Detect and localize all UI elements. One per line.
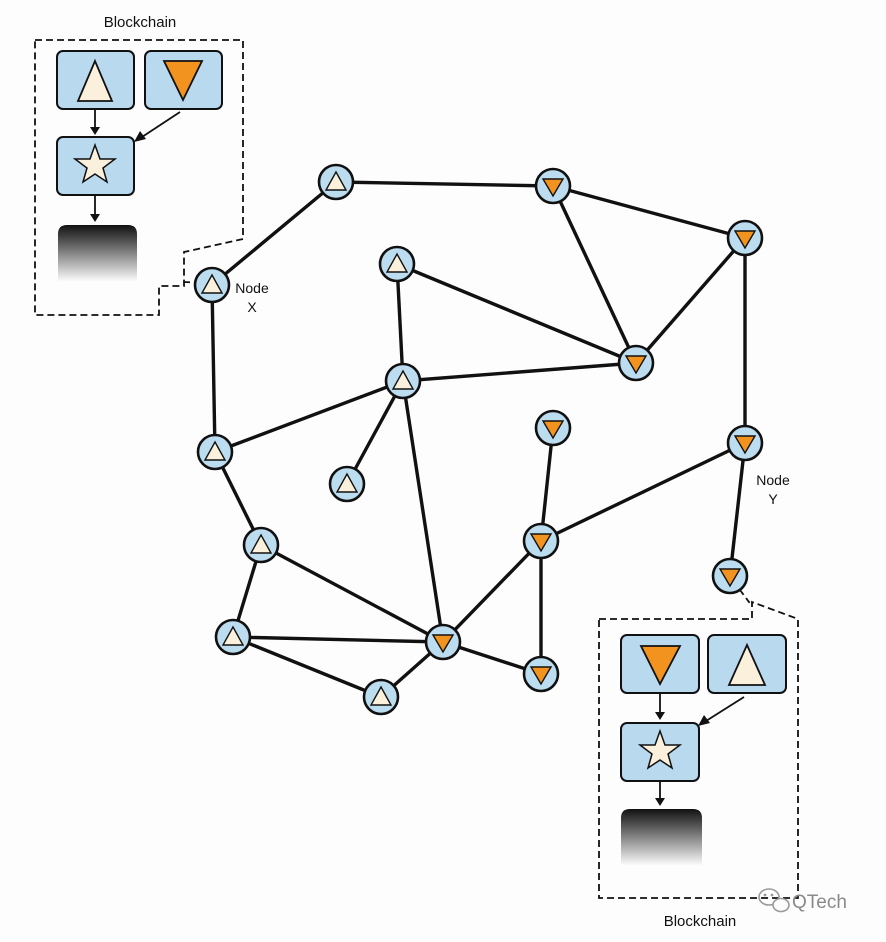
edge-x-h	[210, 284, 217, 453]
edge-f-e	[402, 361, 637, 383]
blockchain-panel-left: Blockchain	[34, 14, 244, 316]
up-triangle-icon	[335, 472, 359, 493]
blockchain-title-left: Blockchain	[104, 14, 177, 31]
arrowhead-icon	[90, 127, 100, 135]
up-triangle-icon	[369, 685, 393, 706]
down-triangle-icon	[162, 60, 204, 103]
down-triangle-icon	[529, 533, 553, 553]
edge-d-f	[395, 263, 405, 382]
watermark-text: QTech	[792, 892, 847, 913]
chain-stack-left	[58, 225, 137, 282]
up-triangle-icon	[385, 252, 409, 273]
network-node-x	[193, 266, 231, 304]
up-triangle-icon	[727, 642, 767, 686]
down-triangle-icon	[529, 666, 553, 686]
network-node-p	[522, 655, 560, 693]
up-triangle-icon	[200, 273, 224, 294]
up-triangle-icon	[249, 533, 273, 554]
edge-j-y	[540, 441, 746, 543]
network-node-j	[522, 522, 560, 560]
down-triangle-icon	[541, 178, 565, 198]
down-triangle-icon	[718, 568, 742, 588]
edge-m-o	[232, 635, 444, 644]
up-triangle-icon	[76, 58, 114, 102]
edge-d-e	[396, 262, 637, 365]
down-triangle-icon	[733, 435, 757, 455]
network-node-e	[617, 344, 655, 382]
network-node-l	[711, 557, 749, 595]
panel-border-left	[34, 39, 244, 316]
blockchain-panel-right: Blockchain	[598, 589, 799, 930]
edge-a-x	[210, 180, 338, 287]
node-y-label-line1: Node	[756, 472, 790, 488]
edge-m-n	[232, 635, 382, 699]
edge-o-j	[441, 539, 543, 644]
network-node-b	[534, 167, 572, 205]
network-node-a	[317, 163, 355, 201]
network-node-k	[242, 526, 280, 564]
blockchain-title-right: Blockchain	[664, 913, 737, 930]
arrowhead-icon	[90, 214, 100, 222]
arrowhead-icon	[134, 131, 146, 142]
arrowhead-icon	[655, 712, 665, 720]
network-nodes	[193, 163, 764, 716]
network-node-y	[726, 424, 764, 462]
arrow-diagonal	[141, 111, 181, 138]
up-triangle-icon	[203, 440, 227, 461]
edge-f-g	[345, 380, 405, 485]
network-node-d	[378, 245, 416, 283]
down-triangle-icon	[639, 645, 682, 686]
network-node-f	[384, 362, 422, 400]
node-y-connector	[739, 589, 753, 607]
network-node-g	[328, 465, 366, 503]
arrowhead-icon	[655, 798, 665, 806]
down-triangle-icon	[541, 420, 565, 440]
down-triangle-icon	[733, 230, 757, 250]
edge-a-b	[335, 180, 554, 188]
network-node-o	[424, 623, 462, 661]
network-node-h	[196, 433, 234, 471]
arrow-diagonal	[705, 696, 745, 722]
network-node-i	[534, 409, 572, 447]
star-icon	[72, 142, 118, 184]
node-x-label-line2: X	[247, 299, 257, 315]
node-x-label-line1: Node	[235, 280, 269, 296]
edge-f-o	[401, 380, 445, 643]
watermark: QTech	[758, 888, 847, 913]
edge-b-c	[552, 184, 746, 240]
edge-b-e	[551, 185, 638, 364]
up-triangle-icon	[391, 369, 415, 390]
panel-border-right	[598, 600, 799, 899]
chain-stack-right	[621, 809, 702, 866]
edge-k-o	[260, 543, 444, 644]
star-icon	[637, 728, 683, 770]
wechat-icon	[758, 888, 790, 913]
network-node-n	[362, 678, 400, 716]
down-triangle-icon	[431, 634, 455, 654]
up-triangle-icon	[221, 625, 245, 646]
network-node-m	[214, 618, 252, 656]
edge-f-h	[214, 379, 404, 454]
network-node-c	[726, 219, 764, 257]
up-triangle-icon	[324, 170, 348, 191]
edge-y-l	[728, 442, 747, 577]
edge-c-e	[634, 236, 747, 365]
arrowhead-icon	[698, 715, 710, 726]
node-y-label-line2: Y	[768, 491, 778, 507]
down-triangle-icon	[624, 355, 648, 375]
edge-i-j	[539, 427, 555, 542]
